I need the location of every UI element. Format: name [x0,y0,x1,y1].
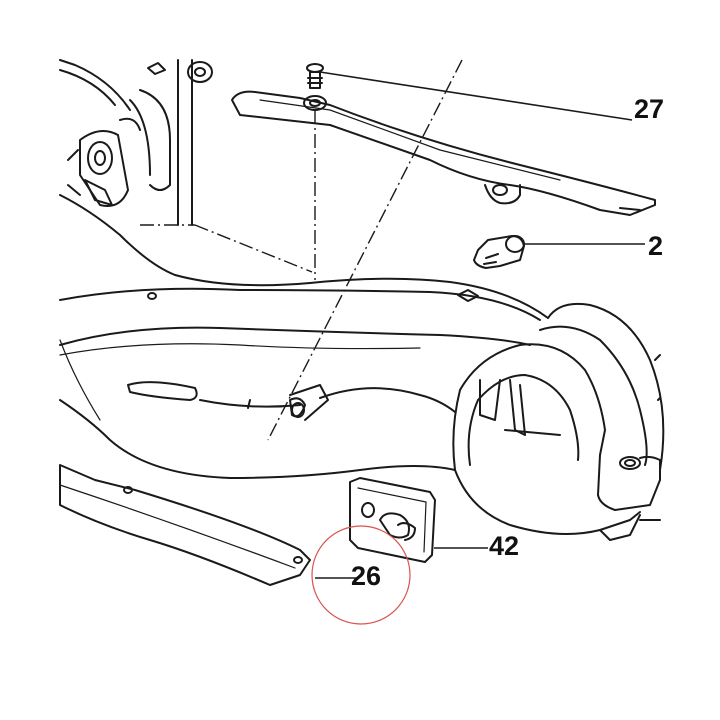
swing-arm [59,274,549,479]
callout-42: 42 [489,531,519,561]
leader-lines [315,71,645,579]
clamp-ring [452,302,665,541]
highlight-circle [311,525,411,625]
part-42-plate [349,477,436,563]
callout-2: 2 [648,231,663,261]
center-lines [140,59,463,441]
callout-27: 27 [634,94,664,124]
part-26-guard [59,464,311,586]
part-2-bolt [473,235,525,269]
callout-26: 26 [351,561,381,591]
part-27-cover [231,63,656,216]
left-assembly [59,59,213,276]
